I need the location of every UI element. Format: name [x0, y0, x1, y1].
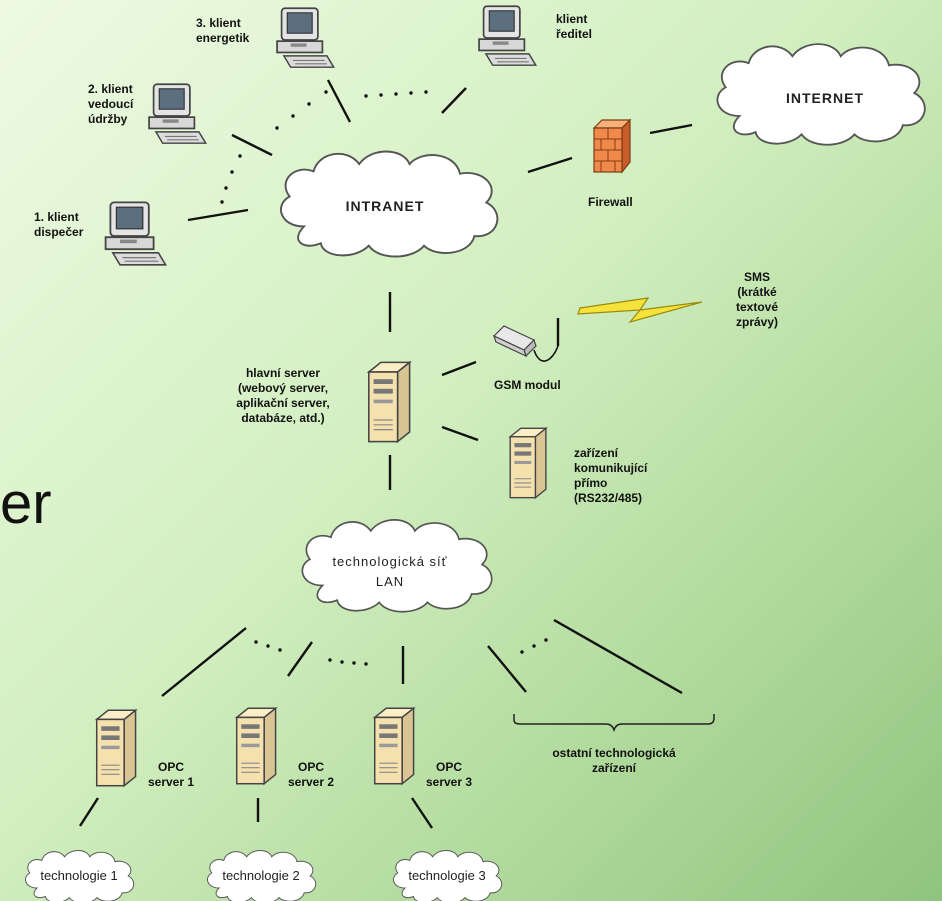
lan-label-line1: technologická síť — [332, 554, 448, 569]
sms-label: SMS (krátké textové zprávy) — [722, 270, 792, 330]
main-server-line2: (webový server, — [237, 381, 329, 395]
intranet-label: INTRANET — [345, 198, 425, 214]
gsm-cable — [533, 345, 559, 362]
opc-s2-line2: server 2 — [287, 775, 335, 789]
sms-line4: zprávy) — [735, 315, 779, 329]
maintenance-computer-icon — [148, 83, 207, 145]
main-server-label: hlavní server (webový server, aplikační … — [218, 366, 348, 426]
client3-line1: 3. klient — [196, 16, 241, 30]
sms-line2: (krátké — [737, 285, 777, 299]
dotted-links — [220, 90, 548, 666]
partial-slide-title: er — [0, 471, 52, 536]
opc-s1-line2: server 1 — [147, 775, 195, 789]
client2-line3: údržby — [88, 112, 128, 126]
lan-label-line2: LAN — [375, 574, 405, 589]
direct-device-server-icon — [509, 427, 547, 499]
sms-line1: SMS — [743, 270, 770, 284]
firewall-icon — [592, 118, 632, 174]
opc-s1-line1: OPC — [157, 760, 184, 774]
opc-server-3-icon — [373, 707, 415, 785]
client-director-line2: ředitel — [556, 27, 593, 41]
client-energetik-label: 3. klient energetik — [196, 16, 249, 46]
client1-line2: dispečer — [34, 225, 84, 239]
client3-line2: energetik — [196, 31, 250, 45]
opc-s2-line1: OPC — [297, 760, 324, 774]
gsm-module-icon — [492, 325, 537, 358]
main-server-line4: databáze, atd.) — [241, 411, 325, 425]
opc-server-2-icon — [235, 707, 277, 785]
other-devices-label: ostatní technologická zařízení — [526, 746, 702, 776]
internet-label: INTERNET — [786, 90, 864, 106]
gsm-module-label: GSM modul — [494, 378, 561, 392]
other-devices-line1: ostatní technologická — [552, 746, 676, 760]
technology-3-label: technologie 3 — [408, 868, 486, 883]
direct-device-line3: přímo — [574, 476, 608, 490]
director-computer-icon — [478, 5, 537, 67]
sms-lightning-icon — [577, 297, 703, 324]
opc-s3-line1: OPC — [435, 760, 462, 774]
direct-device-line2: komunikující — [574, 461, 648, 475]
sms-line3: textové — [735, 300, 779, 314]
technology-2-label: technologie 2 — [222, 868, 300, 883]
main-server-icon — [368, 361, 411, 443]
direct-device-line1: zařízení — [574, 446, 619, 460]
opc-server-1-icon — [95, 709, 137, 787]
client2-line2: vedoucí — [88, 97, 134, 111]
main-server-line1: hlavní server — [245, 366, 321, 380]
technology-1-label: technologie 1 — [40, 868, 118, 883]
direct-device-label: zařízení komunikující přímo (RS232/485) — [574, 446, 647, 506]
lan-label: technologická síť LAN — [290, 552, 490, 592]
opc-server-2-label: OPC server 2 — [276, 760, 346, 790]
other-devices-line2: zařízení — [591, 761, 636, 775]
direct-device-line4: (RS232/485) — [574, 491, 643, 505]
dispatcher-computer-icon — [104, 201, 167, 266]
main-server-line3: aplikační server, — [236, 396, 330, 410]
client-maintenance-label: 2. klient vedoucí údržby — [88, 82, 133, 127]
energetik-computer-icon — [276, 7, 335, 69]
client-director-label: klient ředitel — [556, 12, 592, 42]
connection-lines — [78, 79, 693, 829]
client-director-line1: klient — [556, 12, 588, 26]
client2-line1: 2. klient — [88, 82, 133, 96]
opc-server-3-label: OPC server 3 — [414, 760, 484, 790]
other-devices-brace — [513, 714, 715, 733]
opc-server-1-label: OPC server 1 — [136, 760, 206, 790]
client1-line1: 1. klient — [34, 210, 79, 224]
firewall-label: Firewall — [588, 195, 633, 209]
opc-s3-line2: server 3 — [425, 775, 473, 789]
client-dispatcher-label: 1. klient dispečer — [34, 210, 83, 240]
